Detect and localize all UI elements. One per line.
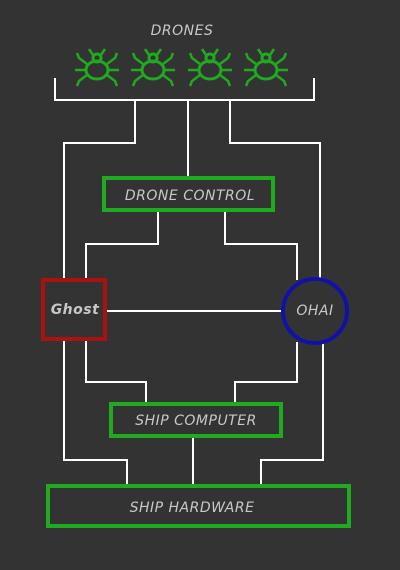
spider-icon: [73, 47, 121, 88]
spider-icon: [242, 47, 290, 88]
spider-icon: [129, 47, 177, 88]
ohai-to-ship-hardware: [260, 342, 324, 486]
ghost-label: Ghost: [51, 302, 100, 318]
drone-control-to-ohai: [224, 210, 298, 280]
drones-to-ohai: [229, 100, 321, 280]
ohai-to-ship-computer: [234, 342, 298, 404]
ship-hardware-node[interactable]: SHIP HARDWARE: [46, 484, 351, 528]
ship-computer-node[interactable]: SHIP COMPUTER: [109, 402, 283, 438]
ship-computer-label: SHIP COMPUTER: [135, 413, 257, 429]
drone-control-node[interactable]: DRONE CONTROL: [102, 176, 275, 212]
drone-control-label: DRONE CONTROL: [125, 188, 255, 204]
ohai-node[interactable]: OHAI: [281, 277, 349, 345]
connectors: [54, 78, 324, 486]
ghost-to-ship-hardware: [63, 339, 128, 486]
drones-to-ghost: [63, 100, 136, 280]
drones-bracket: [54, 78, 315, 101]
ghost-node[interactable]: Ghost: [41, 278, 107, 341]
ohai-label: OHAI: [296, 303, 333, 319]
spider-icon: [186, 47, 234, 88]
ship-hardware-label: SHIP HARDWARE: [130, 500, 255, 516]
drones-group: [73, 47, 290, 88]
ghost-to-ship-computer: [85, 339, 147, 404]
diagram-title: DRONES: [151, 23, 214, 39]
drone-control-to-ghost: [85, 210, 159, 280]
